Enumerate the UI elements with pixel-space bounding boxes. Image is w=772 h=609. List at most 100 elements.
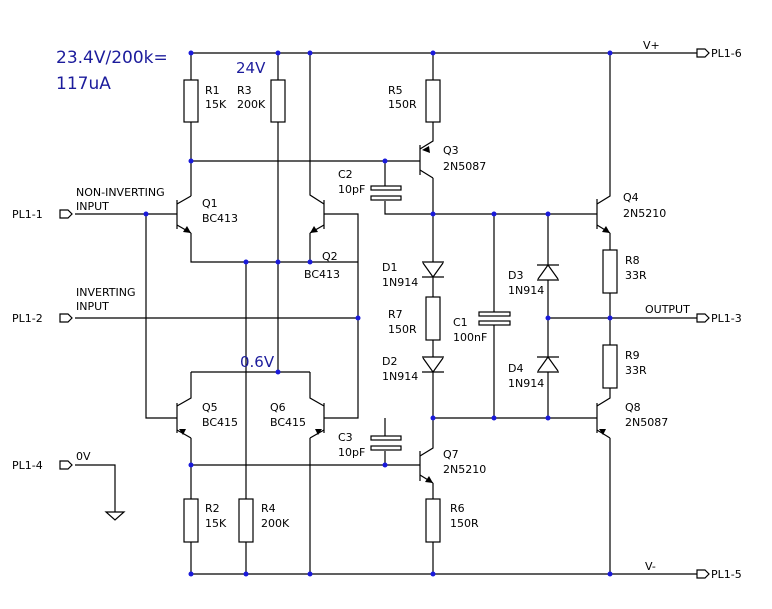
q4-ref: Q4 xyxy=(623,191,639,204)
r8-value: 33R xyxy=(625,269,647,282)
q4-value: 2N5210 xyxy=(623,207,666,220)
q2-emitter-arrow xyxy=(310,226,318,233)
d1-value: 1N914 xyxy=(382,276,418,289)
q2-value: BC413 xyxy=(304,268,340,281)
pl1-2-label: PL1-2 xyxy=(12,312,43,325)
r4-ref: R4 xyxy=(261,502,276,515)
q7-emitter-arrow xyxy=(425,476,433,483)
capacitor-plates xyxy=(370,185,511,451)
r7-ref: R7 xyxy=(388,308,403,321)
pl1-4-label: PL1-4 xyxy=(12,459,43,472)
r1-ref: R1 xyxy=(205,84,220,97)
resistor-bodies xyxy=(183,79,618,543)
r5-body xyxy=(425,79,441,123)
connector-pins xyxy=(59,48,710,579)
c2-ref: C2 xyxy=(338,168,353,181)
r3-ref: R3 xyxy=(237,84,252,97)
d3-ref: D3 xyxy=(508,269,523,282)
pl1-6-label: PL1-6 xyxy=(711,47,742,60)
current-calc-line2: 117uA xyxy=(56,74,111,94)
r1-value: 15K xyxy=(205,98,227,111)
pl1-5-pin xyxy=(696,569,710,579)
r4-body xyxy=(238,498,254,543)
diode-symbols xyxy=(422,261,559,373)
q5-emitter-arrow xyxy=(179,429,186,435)
c2-plate-bottom xyxy=(370,195,402,201)
d1-symbol xyxy=(422,261,444,278)
v-plus-label: V+ xyxy=(643,39,660,52)
non-inverting-label: NON-INVERTING xyxy=(76,186,165,199)
d2-value: 1N914 xyxy=(382,370,418,383)
d1-ref: D1 xyxy=(382,261,397,274)
r9-body xyxy=(602,344,618,389)
c2-value: 10pF xyxy=(338,183,365,196)
c1-ref: C1 xyxy=(453,316,468,329)
pl1-5-label: PL1-5 xyxy=(711,568,742,581)
pl1-3-label: PL1-3 xyxy=(711,312,742,325)
r2-ref: R2 xyxy=(205,502,220,515)
d3-value: 1N914 xyxy=(508,284,544,297)
r5-value: 150R xyxy=(388,98,417,111)
r2-value: 15K xyxy=(205,517,227,530)
d2-ref: D2 xyxy=(382,355,397,368)
r9-ref: R9 xyxy=(625,349,640,362)
current-calc-line1: 23.4V/200k= xyxy=(56,48,168,68)
r1-body xyxy=(183,79,199,123)
r8-ref: R8 xyxy=(625,254,640,267)
supply-voltage-note: 24V xyxy=(236,59,266,77)
c2-plate-top xyxy=(370,185,402,191)
transistor-bars xyxy=(172,145,610,483)
c3-plate-top xyxy=(370,435,402,441)
r9-value: 33R xyxy=(625,364,647,377)
inverting-input-label: INPUT xyxy=(76,300,109,313)
q3-emitter-arrow xyxy=(422,146,430,153)
q7-ref: Q7 xyxy=(443,448,459,461)
pl1-1-pin xyxy=(59,209,73,219)
r2-body xyxy=(183,498,199,543)
c3-value: 10pF xyxy=(338,446,365,459)
output-label: OUTPUT xyxy=(645,303,690,316)
q1-ref: Q1 xyxy=(202,197,218,210)
r4-value: 200K xyxy=(261,517,290,530)
r5-ref: R5 xyxy=(388,84,403,97)
pl1-3-pin xyxy=(696,313,710,323)
c3-plate-bottom xyxy=(370,445,402,451)
r3-body xyxy=(270,79,286,123)
junction-dots xyxy=(143,50,613,577)
r3-value: 200K xyxy=(237,98,266,111)
vbe-voltage-note: 0.6V xyxy=(240,353,275,371)
q1-value: BC413 xyxy=(202,212,238,225)
c1-plate-bottom xyxy=(478,320,511,326)
c1-value: 100nF xyxy=(453,331,487,344)
q5-ref: Q5 xyxy=(202,401,218,414)
q2-ref: Q2 xyxy=(322,250,338,263)
q8-emitter-arrow xyxy=(599,429,606,435)
r6-body xyxy=(425,498,441,543)
r6-ref: R6 xyxy=(450,502,465,515)
q6-emitter-arrow xyxy=(315,429,322,435)
q3-value: 2N5087 xyxy=(443,160,486,173)
pl1-2-pin xyxy=(59,313,73,323)
zero-v-label: 0V xyxy=(76,450,91,463)
c1-plate-top xyxy=(478,311,511,317)
q8-ref: Q8 xyxy=(625,401,641,414)
c3-ref: C3 xyxy=(338,431,353,444)
inverting-label: INVERTING xyxy=(76,286,136,299)
q4-emitter-arrow xyxy=(602,226,610,233)
d4-value: 1N914 xyxy=(508,377,544,390)
wires xyxy=(75,52,697,575)
r6-value: 150R xyxy=(450,517,479,530)
q3-ref: Q3 xyxy=(443,144,459,157)
pl1-6-pin xyxy=(696,48,710,58)
q6-value: BC415 xyxy=(270,416,306,429)
q8-value: 2N5087 xyxy=(625,416,668,429)
non-inverting-input-label: INPUT xyxy=(76,200,109,213)
d2-symbol xyxy=(422,356,444,373)
q7-value: 2N5210 xyxy=(443,463,486,476)
q5-value: BC415 xyxy=(202,416,238,429)
r8-body xyxy=(602,249,618,294)
r7-value: 150R xyxy=(388,323,417,336)
r7-body xyxy=(425,296,441,341)
